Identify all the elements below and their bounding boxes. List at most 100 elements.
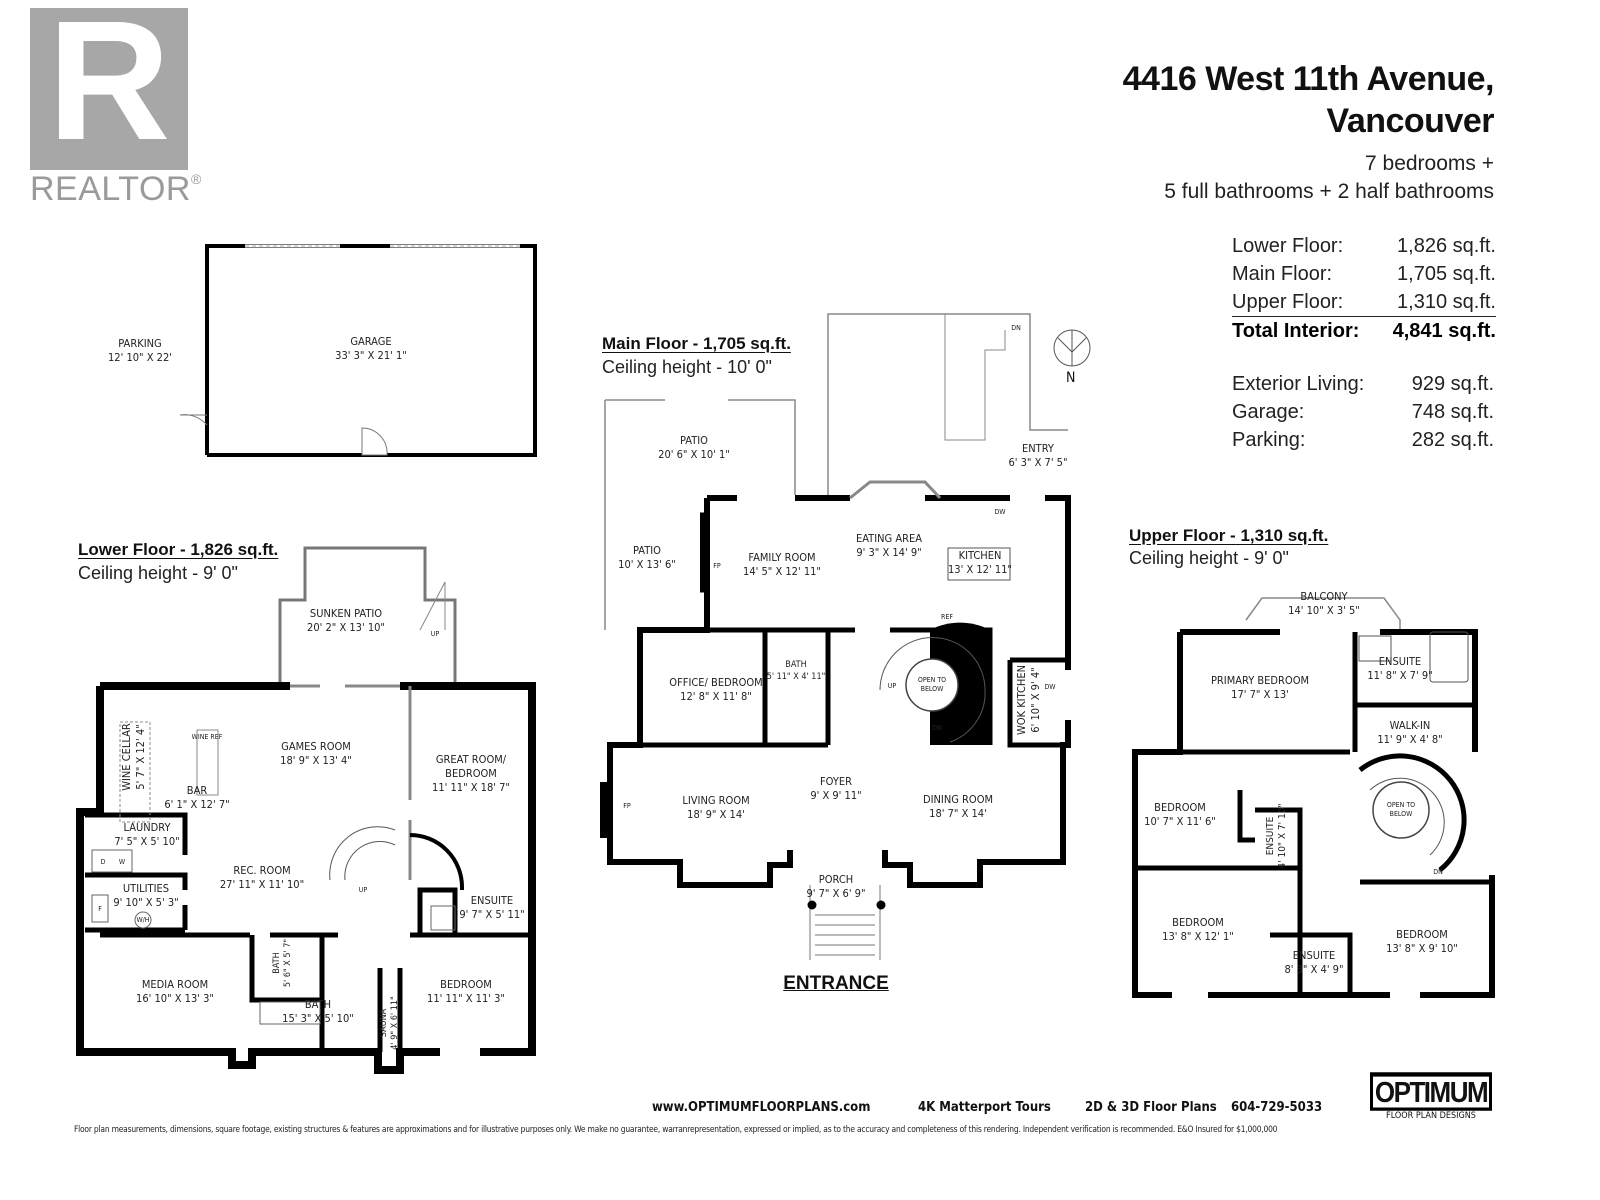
room-label-text: EATING AREA — [856, 532, 922, 545]
stair-up-label: UP — [887, 682, 897, 690]
room-label-text: LAUNDRY — [123, 821, 171, 834]
stair-down-label: DN — [932, 724, 942, 732]
fireplace-label: FP — [623, 802, 631, 810]
room-label-text: 15' 3" X 5' 10" — [282, 1012, 354, 1025]
stat-label: Upper Floor: — [1232, 288, 1378, 317]
open-to-below-upper: OPEN TO BELOW — [1386, 801, 1416, 818]
upper-floor-ceiling: Ceiling height - 9' 0" — [1129, 548, 1289, 568]
stair-down-label: DN — [1433, 868, 1443, 876]
garage-walls — [179, 244, 537, 457]
room-label-text: 13' X 12' 11" — [948, 563, 1012, 576]
wine-ref-label: WINE REF — [191, 733, 223, 741]
furnace-label: F — [98, 905, 102, 913]
room-label-text: 11' 8" X 7' 9" — [1367, 669, 1433, 682]
room-label-text: 17' 7" X 13' — [1231, 688, 1289, 701]
room-label-text: 18' 7" X 14' — [929, 807, 987, 820]
interior-area-table: Lower Floor:1,826 sq.ft. Main Floor:1,70… — [1232, 232, 1496, 345]
phone-number: 604-729-5033 — [1231, 1100, 1323, 1115]
lower-floor-title: Lower Floor - 1,826 sq.ft. — [78, 540, 279, 559]
room-label-text: WINE CELLAR — [120, 723, 133, 791]
room-label-text: 18' 9" X 13' 4" — [280, 754, 352, 767]
total-row: Total Interior:4,841 sq.ft. — [1232, 317, 1496, 346]
room-label-text: BATH — [785, 660, 807, 670]
stat-label: Parking: — [1232, 429, 1306, 451]
room-label-text: 33' 3" X 21' 1" — [335, 349, 407, 362]
address-line-1: 4416 West 11th Avenue, — [1122, 60, 1495, 98]
lower-floor-walls — [76, 546, 536, 1074]
registered-mark: ® — [190, 171, 202, 187]
room-label-text: 11' 9" X 4' 8" — [1377, 733, 1443, 746]
room-label-text: 6' 3" X 7' 5" — [1008, 456, 1068, 469]
dryer-label: D — [100, 858, 106, 866]
main-floor-ceiling: Ceiling height - 10' 0" — [602, 357, 772, 377]
room-label-text: 7' 5" X 5' 10" — [114, 835, 180, 848]
total-label: Total Interior: — [1232, 320, 1360, 342]
room-label-text: 5' 6" X 5' 7" — [283, 938, 293, 988]
room-label-text: 6' 1" X 12' 7" — [164, 798, 230, 811]
room-label-text: 9' 7" X 5' 11" — [459, 908, 525, 921]
room-label-text: 14' 10" X 3' 5" — [1288, 604, 1360, 617]
realtor-wordmark-text: REALTOR — [30, 170, 191, 208]
room-label-text: PATIO — [680, 434, 708, 447]
room-label-text: 27' 11" X 11' 10" — [219, 878, 305, 891]
room-label-text: ENSUITE — [1265, 816, 1276, 856]
stat-row: Exterior Living:929 sq.ft. — [1232, 370, 1494, 398]
room-label-text: 10' X 13' 6" — [618, 558, 676, 571]
realtor-wordmark: REALTOR® — [30, 172, 202, 206]
stat-row: Lower Floor:1,826 sq.ft. — [1232, 232, 1496, 260]
room-label-text: 9' 10" X 5' 3" — [113, 896, 179, 909]
room-label-text: BEDROOM — [440, 978, 492, 991]
dishwasher-label: DW — [994, 508, 1006, 516]
room-label-text: 6' 10" X 9' 4" — [1029, 667, 1042, 733]
stat-value: 1,310 sq.ft. — [1377, 288, 1496, 317]
room-label-text: 14' 5" X 12' 11" — [743, 565, 821, 578]
room-label-text: 13' 8" X 9' 10" — [1386, 942, 1458, 955]
website-link[interactable]: www.OPTIMUMFLOORPLANS.com — [652, 1100, 871, 1115]
room-label-text: 20' 2" X 13' 10" — [307, 621, 385, 634]
room-label-text: 13' 8" X 12' 1" — [1162, 930, 1234, 943]
stat-label: Exterior Living: — [1232, 373, 1365, 395]
other-area-table: Exterior Living:929 sq.ft. Garage: 748 sq… — [1232, 370, 1494, 454]
water-heater-label: W/H — [136, 916, 150, 924]
north-label: N — [1066, 370, 1076, 386]
room-label-text: LIVING ROOM — [682, 794, 750, 807]
room-label-text: SUNKEN PATIO — [309, 607, 383, 620]
room-label-text: 12' 10" X 22' — [108, 351, 172, 364]
stat-value: 1,826 sq.ft. — [1397, 235, 1496, 257]
room-label-text: GREAT ROOM/ — [435, 753, 507, 766]
stat-value: 748 sq.ft. — [1411, 401, 1494, 423]
room-label-text: 12' 8" X 11' 8" — [680, 690, 752, 703]
room-label-text: PORCH — [818, 873, 854, 886]
room-label-text: BEDROOM — [1154, 801, 1206, 814]
stat-label: Garage: — [1232, 401, 1305, 423]
room-label-text: WOK KITCHEN — [1015, 664, 1028, 736]
room-label-text: ENSUITE — [1292, 949, 1336, 962]
room-label-text: MEDIA ROOM — [141, 978, 209, 991]
room-label-text: PRIMARY BEDROOM — [1210, 674, 1310, 687]
stat-value: 1,705 sq.ft. — [1397, 263, 1496, 285]
room-label-text: GARAGE — [350, 335, 392, 348]
upper-floor-title: Upper Floor - 1,310 sq.ft. — [1129, 526, 1329, 545]
